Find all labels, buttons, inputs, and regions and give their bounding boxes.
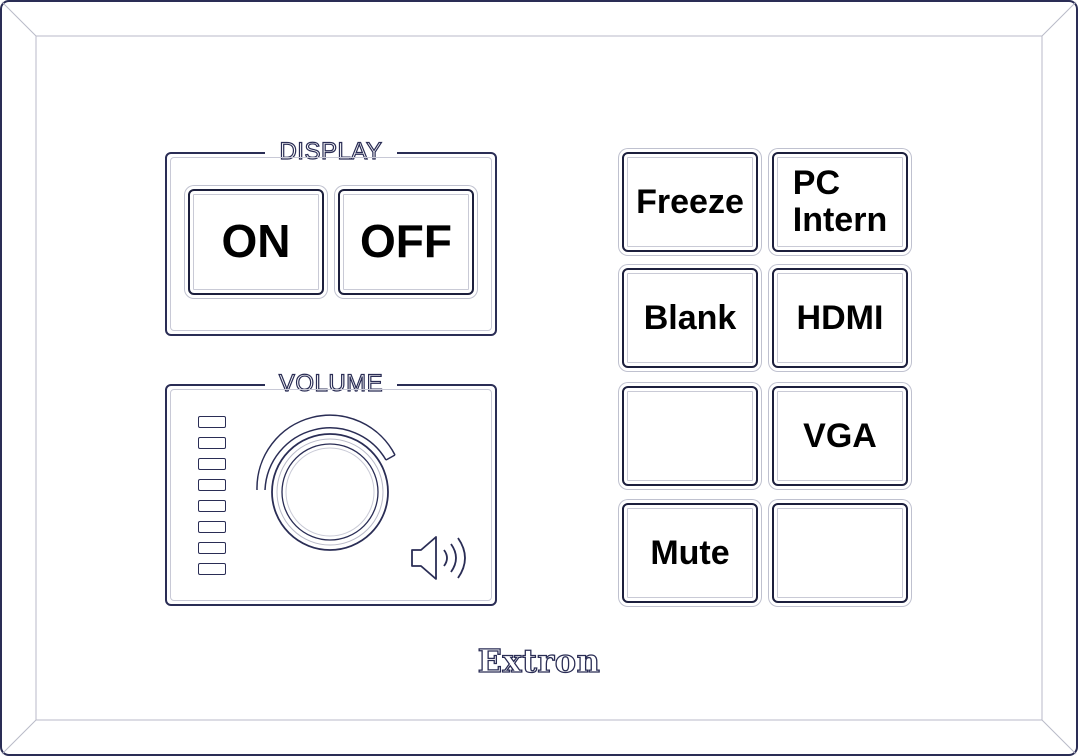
volume-led — [198, 542, 226, 554]
volume-led — [198, 458, 226, 470]
unlabeled-button-1[interactable] — [622, 386, 758, 486]
vga-button[interactable]: VGA — [772, 386, 908, 486]
volume-led — [198, 521, 226, 533]
freeze-label: Freeze — [636, 182, 744, 221]
display-on-label: ON — [221, 215, 291, 268]
display-off-button[interactable]: OFF — [338, 189, 474, 295]
volume-knob[interactable] — [240, 400, 420, 580]
volume-led — [198, 479, 226, 491]
hdmi-button[interactable]: HDMI — [772, 268, 908, 368]
speaker-icon — [411, 536, 466, 580]
hdmi-label: HDMI — [796, 298, 884, 337]
volume-group-label: VOLUME — [167, 369, 495, 398]
display-off-label: OFF — [360, 215, 452, 268]
freeze-button[interactable]: Freeze — [622, 152, 758, 252]
unlabeled-button-2[interactable] — [772, 503, 908, 603]
pc-intern-label: PC Intern — [792, 164, 888, 239]
volume-group: VOLUME — [165, 369, 497, 606]
volume-led — [198, 437, 226, 449]
display-group-label: DISPLAY — [167, 137, 495, 166]
vga-label: VGA — [803, 416, 877, 455]
blank-label: Blank — [643, 298, 737, 337]
display-group: DISPLAY — [165, 137, 497, 336]
volume-led — [198, 563, 226, 575]
volume-led — [198, 500, 226, 512]
volume-led — [198, 416, 226, 428]
blank-button[interactable]: Blank — [622, 268, 758, 368]
mute-label: Mute — [650, 533, 730, 572]
mute-button[interactable]: Mute — [622, 503, 758, 603]
display-on-button[interactable]: ON — [188, 189, 324, 295]
rotary-knob-icon — [256, 414, 396, 551]
pc-intern-button[interactable]: PC Intern — [772, 152, 908, 252]
extron-logo: Extron — [477, 641, 601, 680]
